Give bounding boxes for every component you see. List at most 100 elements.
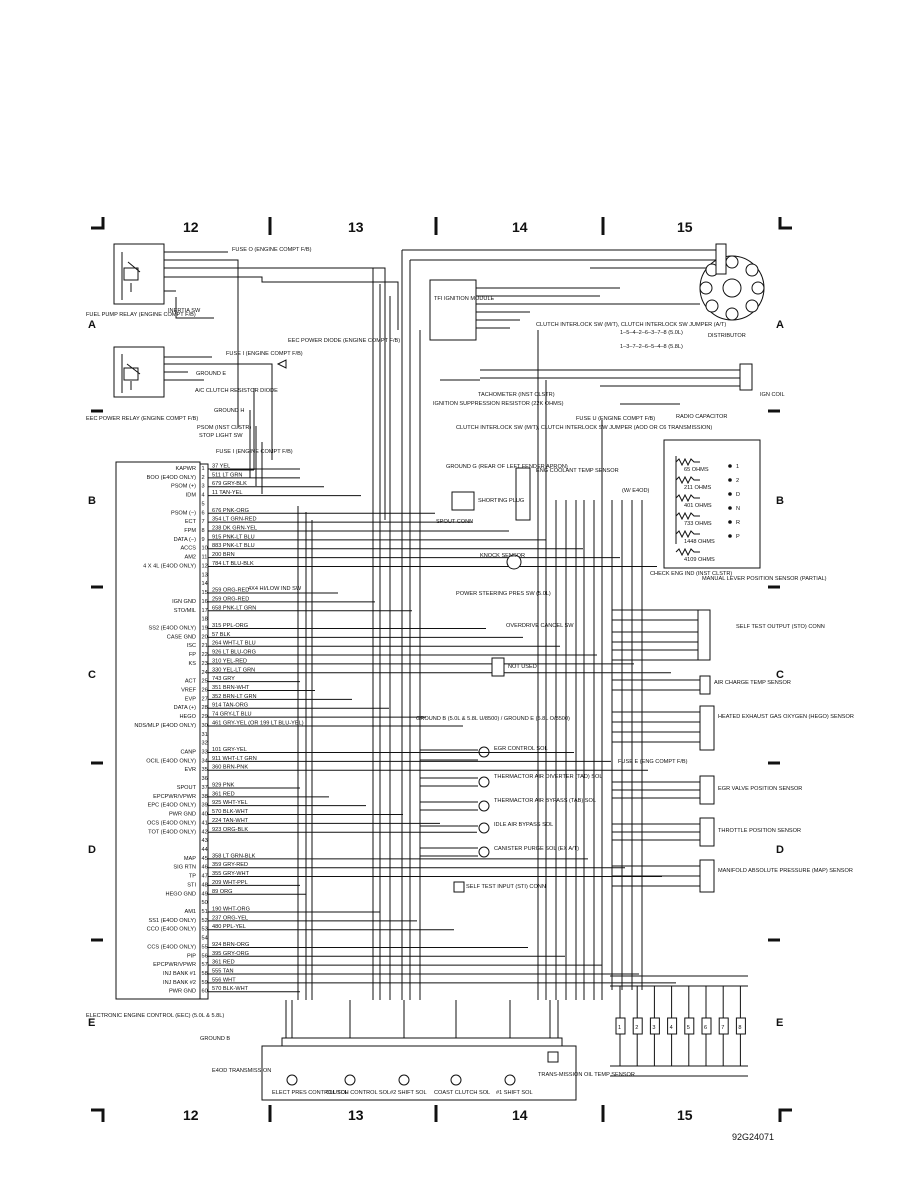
eec-pin-number: 23 <box>202 661 208 667</box>
grid-row-right-D: D <box>776 844 784 856</box>
eec-pin-name: CCS (E4OD ONLY) <box>147 944 196 950</box>
eec-pin-wire: 352 BRN-LT GRN <box>212 694 257 700</box>
eec-pin-number: 47 <box>202 874 208 880</box>
thermactor-bypass-label: THERMACTOR AIR BYPASS (TAB) SOL <box>494 798 596 804</box>
eec-pin-wire: 461 GRY-YEL (OR 199 LT BLU-YEL) <box>212 720 304 726</box>
eec-pin-name: HEGO <box>180 714 197 720</box>
eec-pin-number: 14 <box>202 581 208 587</box>
resistor-symbol <box>675 475 700 485</box>
canister-purge-label: CANISTER PURGE SOL (EX A/T) <box>494 846 579 852</box>
eec-pin-name: SPOUT <box>177 785 197 791</box>
injector-number: 4 <box>670 1025 673 1031</box>
injector-number: 1 <box>618 1025 621 1031</box>
eec-pin-wire: 915 PNK-LT BLU <box>212 534 255 540</box>
eec-pin-wire: 570 BLK-WHT <box>212 986 249 992</box>
eec-pin-number: 55 <box>202 944 208 950</box>
eec-pin-number: 22 <box>202 652 208 658</box>
right-side-wiring <box>612 609 700 887</box>
idle-air-label: IDLE AIR BYPASS SOL <box>494 822 553 828</box>
distributor-label: DISTRIBUTOR <box>708 333 746 339</box>
ground-h-label: GROUND H <box>214 408 244 414</box>
egr-control-label: EGR CONTROL SOL <box>494 746 548 752</box>
resistance-label: 65 OHMS <box>684 467 709 473</box>
eec-pin-wire: 259 ORG-RED <box>212 588 249 594</box>
eec-pin-number: 45 <box>202 856 208 862</box>
eec-pin-name: MAP <box>184 856 196 862</box>
eec-pin-name: CANP <box>180 750 196 756</box>
eec-pin-number: 37 <box>202 785 208 791</box>
eec-pin-name: 4 X 4L (E4OD ONLY) <box>143 563 196 569</box>
eec-pin-name: IDM <box>186 493 197 499</box>
knock-sensor <box>506 554 522 570</box>
injector-number: 5 <box>687 1025 690 1031</box>
coast-clutch-label: COAST CLUTCH SOL <box>434 1090 490 1096</box>
grid-row-right-A: A <box>776 319 784 331</box>
grid-row-left-B: B <box>88 495 96 507</box>
eec-pin-name: DATA (−) <box>174 537 196 543</box>
eec-pin-name: OCIL (E4OD ONLY) <box>146 758 196 764</box>
eec-pin-wire: 784 LT BLU-BLK <box>212 561 254 567</box>
eec-pin-number: 3 <box>202 484 205 490</box>
mlp-position-label: N <box>736 506 740 512</box>
eec-pin-name: TP <box>189 874 196 880</box>
mlp-contact <box>728 534 732 538</box>
shorting-plug-label: SHORTING PLUG <box>478 498 524 504</box>
eec-pin-wire: 209 WHT-PPL <box>212 880 248 886</box>
mlp-contact <box>728 492 732 496</box>
eec-pin-name: DATA (+) <box>174 705 196 711</box>
eec-pin-name: ACCS <box>180 546 196 552</box>
firing-order-5-0: 1–5–4–2–6–3–7–8 (5.0L) <box>620 330 683 336</box>
eec-pin-number: 5 <box>202 501 205 507</box>
clutch-jumper-label: CLUTCH INTERLOCK SW (M/T), CLUTCH INTERL… <box>536 322 726 328</box>
eec-pin-name: EVP <box>185 696 196 702</box>
eec-pin-number: 15 <box>202 590 208 596</box>
eec-pin-name: FPM <box>184 528 196 534</box>
grid-col-bottom-13: 13 <box>348 1107 364 1123</box>
eec-pin-wire: 929 PNK <box>212 782 235 788</box>
e4od-transmission <box>261 1045 577 1101</box>
sw-4x4-label: 4X4 HI/LOW IND SW <box>248 586 302 592</box>
eec-pin-number: 27 <box>202 696 208 702</box>
injector <box>667 1017 678 1035</box>
eec-power-relay-switch-icon <box>121 354 141 393</box>
eec-pin-number: 4 <box>202 493 205 499</box>
grid-col-bottom-15: 15 <box>677 1107 693 1123</box>
resistance-label: 1448 OHMS <box>684 539 715 545</box>
ign-coil <box>739 363 753 391</box>
map-sensor-label: MANIFOLD ABSOLUTE PRESSURE (MAP) SENSOR <box>718 868 853 874</box>
eec-pin-wire: 361 RED <box>212 960 235 966</box>
ground-g-label: GROUND G (REAR OF LEFT FENDER APRON) <box>446 464 568 470</box>
injector-number: 6 <box>704 1025 707 1031</box>
map-sensor <box>699 859 715 893</box>
mlp-position-label: D <box>736 492 740 498</box>
ground-b-bottom-label: GROUND B <box>200 1036 230 1042</box>
eec-pin-wire: 354 LT GRN-RED <box>212 517 257 523</box>
trans-oil-temp-label: TRANS-MISSION OIL TEMP SENSOR <box>538 1072 635 1078</box>
eec-pin-wire: 200 BRN <box>212 552 235 558</box>
eec-pin-number: 12 <box>202 563 208 569</box>
eec-pin-wire: 480 PPL-YEL <box>212 924 246 930</box>
eec-pin-number: 42 <box>202 829 208 835</box>
resistance-label: 733 OHMS <box>684 521 712 527</box>
eec-pin-number: 10 <box>202 546 208 552</box>
mlp-contact <box>728 478 732 482</box>
figure-id: 92G24071 <box>732 1132 774 1142</box>
injector <box>701 1017 712 1035</box>
eec-pin-name: IGN GND <box>172 599 196 605</box>
fuse-i-bottom-label: FUSE I (ENGINE COMPT F/B) <box>216 449 293 455</box>
eec-pin-number: 28 <box>202 705 208 711</box>
shorting-plug <box>451 491 475 511</box>
eec-pin-wire: 883 PNK-LT BLU <box>212 543 255 549</box>
overdrive-cancel-label: OVERDRIVE CANCEL SW <box>506 623 574 629</box>
eec-pin-name: INJ BANK #2 <box>163 980 196 986</box>
eec-pin-name: HEGO GND <box>166 891 196 897</box>
mlp-position-label: R <box>736 520 740 526</box>
grid-col-top-12: 12 <box>183 219 199 235</box>
eec-pin-number: 11 <box>202 555 208 561</box>
eec-pin-name: KAPWR <box>175 466 196 472</box>
eec-pin-name: EPCPWR/VPWR <box>153 962 196 968</box>
eec-pin-wire: 926 LT BLU-ORG <box>212 650 256 656</box>
eec-pin-number: 2 <box>202 475 205 481</box>
eec-pin-number: 25 <box>202 679 208 685</box>
